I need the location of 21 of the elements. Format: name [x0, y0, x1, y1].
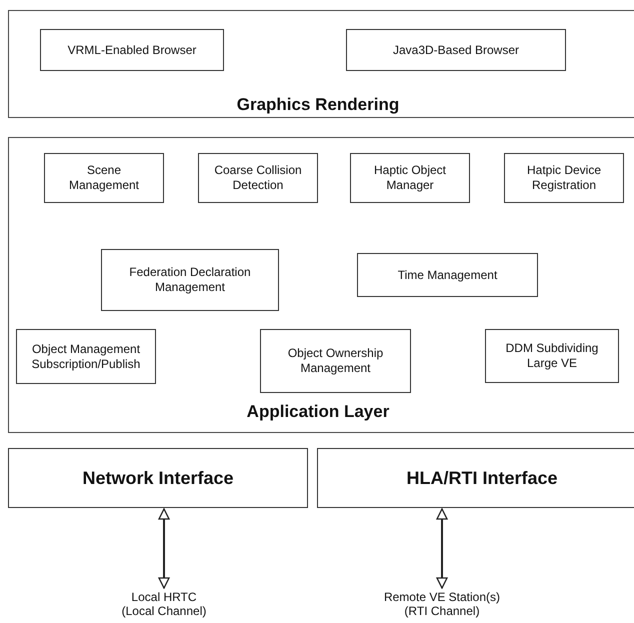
interface-box: Network Interface [8, 448, 308, 508]
endpoint-label: Local HRTC (Local Channel) [119, 590, 209, 620]
layer-panel [8, 10, 634, 118]
module-box: Object Ownership Management [260, 329, 411, 393]
interface-box: HLA/RTI Interface [317, 448, 634, 508]
module-box: Federation Declaration Management [101, 249, 279, 311]
module-box: Hatpic Device Registration [504, 153, 624, 203]
module-box: Coarse Collision Detection [198, 153, 318, 203]
module-box: VRML-Enabled Browser [40, 29, 224, 71]
double-arrow [158, 508, 170, 589]
layer-title: Graphics Rendering [236, 95, 400, 115]
module-box: Scene Management [44, 153, 164, 203]
layer-title: Application Layer [246, 402, 390, 422]
module-box: Object Management Subscription/Publish [16, 329, 156, 384]
endpoint-label: Remote VE Station(s) (RTI Channel) [377, 590, 507, 620]
module-box: Haptic Object Manager [350, 153, 470, 203]
double-arrow [436, 508, 448, 589]
layer-panel [8, 137, 634, 433]
module-box: Java3D-Based Browser [346, 29, 566, 71]
module-box: Time Management [357, 253, 538, 297]
module-box: DDM Subdividing Large VE [485, 329, 619, 383]
